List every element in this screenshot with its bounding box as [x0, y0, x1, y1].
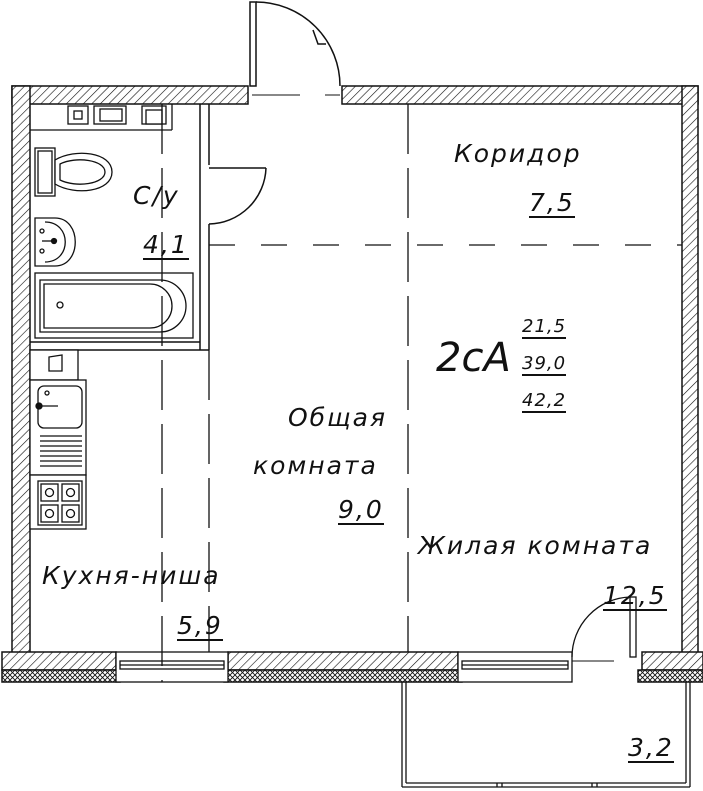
total-with-balcony-value: 42,2 [522, 390, 567, 413]
room-name-common-line1: Общая [288, 403, 388, 432]
entrance-door [249, 1, 341, 96]
ventilation-ducts [30, 104, 173, 131]
room-area-bathroom: 4,1 [143, 230, 189, 260]
balcony-door [571, 596, 637, 662]
room-name-bathroom: С/у [133, 181, 180, 210]
sink-icon [34, 217, 76, 267]
room-area-balcony: 3,2 [628, 733, 674, 763]
toilet-icon [34, 147, 113, 197]
balcony [401, 682, 691, 788]
windows [115, 651, 573, 683]
room-name-common-line2: комната [253, 451, 378, 480]
room-name-kitchen: Кухня-ниша [42, 561, 221, 590]
room-name-living: Жилая комната [418, 531, 653, 560]
total-area-value: 39,0 [522, 353, 567, 376]
bathtub-icon [34, 272, 194, 339]
living-area-value: 21,5 [522, 316, 567, 339]
zone-boundary-lines [161, 104, 682, 682]
room-area-corridor: 7,5 [529, 188, 575, 218]
room-name-corridor: Коридор [454, 139, 582, 168]
room-area-living: 12,5 [603, 581, 667, 611]
room-area-common: 9,0 [338, 495, 384, 525]
kitchen-equipment [29, 349, 87, 530]
room-area-kitchen: 5,9 [177, 611, 223, 641]
apartment-code: 2сА [436, 335, 511, 381]
